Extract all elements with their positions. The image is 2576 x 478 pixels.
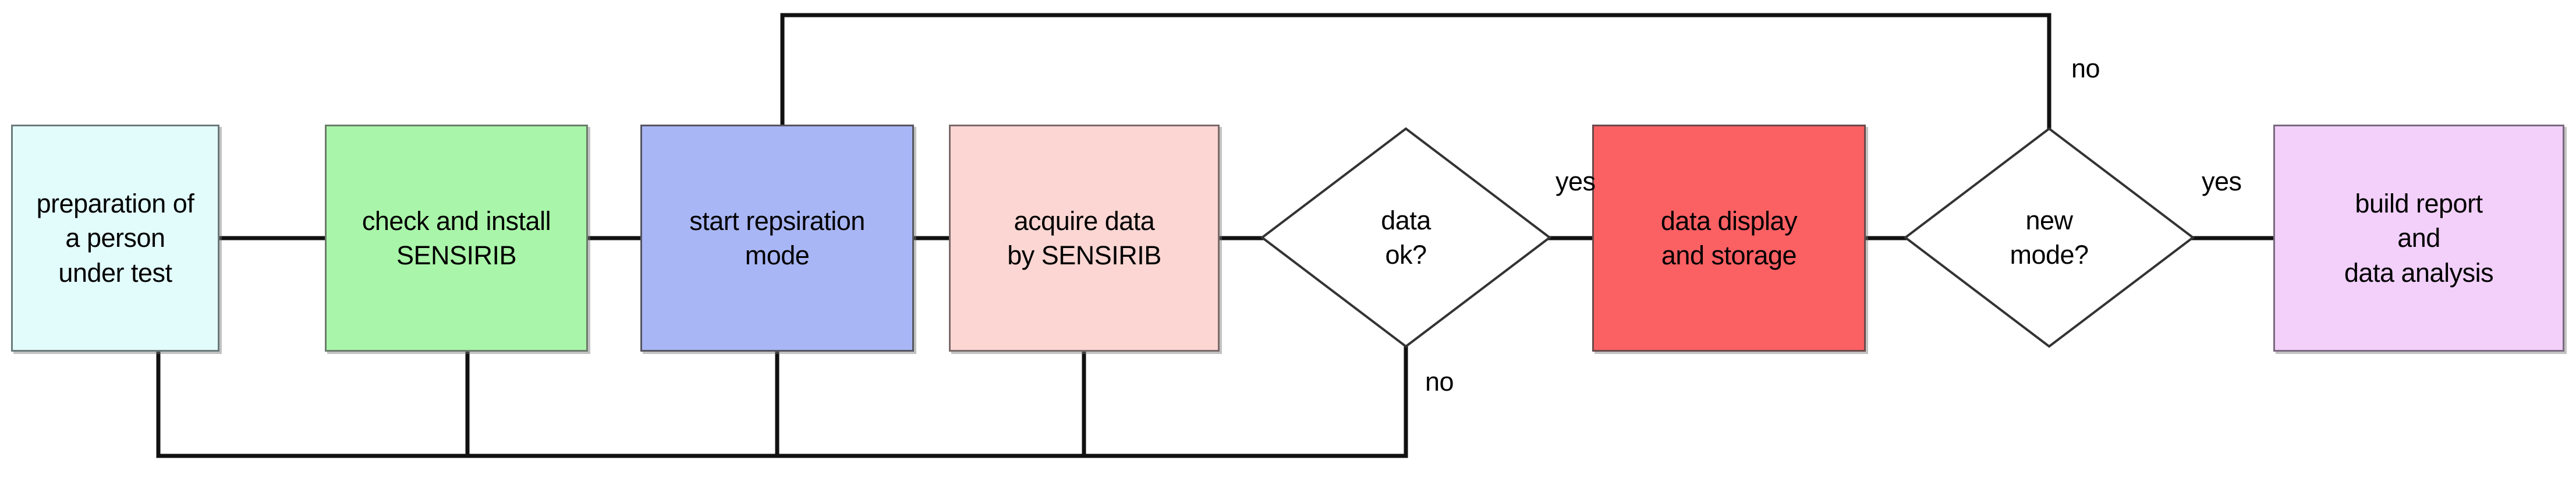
node-new-mode-decision[interactable]: new mode? xyxy=(1904,127,2195,348)
edge-label-no-data-ok: no xyxy=(1425,367,1454,396)
diamond-shape-new-mode xyxy=(1904,127,2195,348)
node-data-ok-label: data ok? xyxy=(1381,205,1431,270)
node-check-install[interactable]: check and install SENSIRIB xyxy=(325,125,588,352)
loop-no-dataok xyxy=(156,346,1408,458)
node-new-mode-label: new mode? xyxy=(2010,205,2089,270)
node-data-display-storage[interactable]: data display and storage xyxy=(1592,125,1866,352)
edge-label-no-new-mode: no xyxy=(2071,54,2100,83)
node-data-ok-decision[interactable]: data ok? xyxy=(1260,127,1551,348)
node-acquire-data[interactable]: acquire data by SENSIRIB xyxy=(949,125,1220,352)
node-preparation-label: preparation of a person under test xyxy=(36,188,194,288)
node-preparation[interactable]: preparation of a person under test xyxy=(11,125,219,352)
loop-no-newmode xyxy=(780,13,2051,129)
node-build-report[interactable]: build report and data analysis xyxy=(2273,125,2564,352)
node-check-install-label: check and install SENSIRIB xyxy=(362,206,551,270)
node-data-display-storage-label: data display and storage xyxy=(1660,206,1798,270)
node-start-respiration-mode[interactable]: start repsiration mode xyxy=(640,125,914,352)
node-start-respiration-mode-label: start repsiration mode xyxy=(689,206,865,270)
edge-label-yes-data-ok: yes xyxy=(1555,167,1596,196)
node-acquire-data-label: acquire data by SENSIRIB xyxy=(1007,206,1161,270)
diamond-shape-data-ok xyxy=(1260,127,1551,348)
edge-label-yes-new-mode: yes xyxy=(2202,167,2242,196)
node-build-report-label: build report and data analysis xyxy=(2344,188,2494,288)
